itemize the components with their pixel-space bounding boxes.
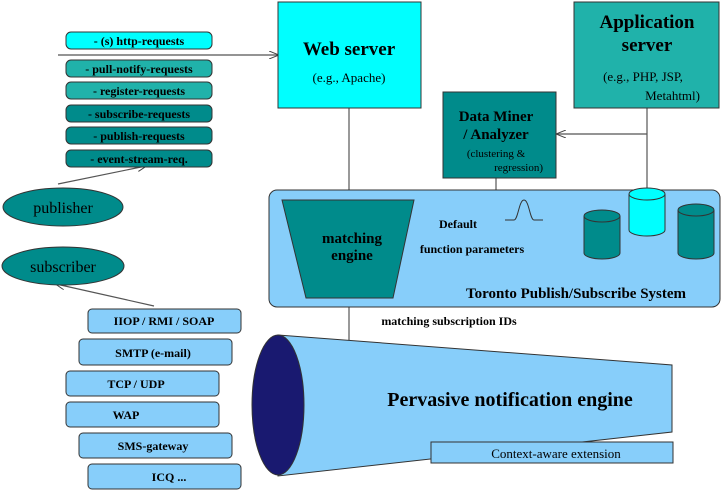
request-item-register-label: - register-requests [93, 84, 185, 98]
protocols-to-subscriber-arrow [56, 284, 155, 307]
data-miner-title-line2: / Analyzer [462, 127, 529, 143]
matching-engine-line1: matching [322, 231, 383, 247]
request-item-event-stream [65, 149, 213, 168]
matching-engine-trapezoid [281, 199, 415, 299]
request-item-event-stream-label: - event-stream-req. [90, 152, 188, 166]
protocol-item-sms-label: SMS-gateway [118, 439, 189, 453]
request-item-pull-notify [65, 59, 213, 78]
subscriber-ellipse [1, 246, 125, 286]
subscriber-label: subscriber [30, 259, 96, 276]
matching-engine-line2: engine [331, 248, 373, 264]
publisher-to-requests-arrow [57, 166, 146, 185]
protocol-item-wap [65, 401, 220, 428]
web-server-subtitle: (e.g., Apache) [313, 70, 386, 85]
funnel-mouth [251, 334, 305, 476]
gaussian-curve-icon [505, 199, 543, 221]
request-item-register [65, 81, 213, 100]
application-server-box: Application server (e.g., PHP, JSP, Meta… [573, 1, 720, 109]
request-item-subscribe [65, 104, 213, 123]
protocol-item-icq-label: ICQ ... [152, 470, 187, 484]
data-miner-title-line1: Data Miner [459, 109, 534, 125]
protocol-list: IIOP / RMI / SOAP SMTP (e-mail) TCP / UD… [65, 308, 242, 490]
request-item-publish-label: - publish-requests [93, 129, 185, 143]
app-server-title-line1: Application [599, 12, 694, 33]
database-icon-left [583, 209, 621, 260]
database-icon-right [677, 203, 715, 260]
matching-ids-label: matching subscription IDs [381, 314, 517, 328]
app-server-sub-line2: Metahtml) [645, 88, 700, 103]
function-parameters-label: function parameters [420, 242, 525, 256]
data-miner-sub-line1: (clustering & [467, 148, 526, 160]
request-item-publish [65, 126, 213, 145]
protocol-item-sms [78, 432, 233, 459]
request-item-http [65, 31, 213, 50]
protocol-item-wap-label: WAP [113, 408, 140, 422]
publisher-ellipse [2, 187, 124, 227]
notification-engine-funnel: Pervasive notification engine [251, 334, 673, 477]
app-server-sub-line1: (e.g., PHP, JSP, [603, 69, 683, 84]
request-item-http-label: - (s) http-requests [94, 34, 185, 48]
data-miner-sub-line2: regression) [494, 162, 543, 174]
protocol-item-smtp-label: SMTP (e-mail) [115, 346, 191, 360]
app-server-title-line2: server [622, 35, 673, 56]
notification-engine-title: Pervasive notification engine [387, 389, 633, 411]
database-icon-middle [628, 187, 666, 237]
web-server-box: Web server (e.g., Apache) [277, 1, 422, 109]
web-server-title: Web server [303, 39, 396, 60]
publisher-label: publisher [33, 200, 93, 217]
protocol-item-iiop [87, 308, 242, 334]
protocol-item-tcp-label: TCP / UDP [107, 377, 164, 391]
request-item-subscribe-label: - subscribe-requests [88, 107, 190, 121]
pss-box: Toronto Publish/Subscribe System matchin… [268, 187, 721, 308]
protocol-item-tcp [65, 370, 220, 397]
context-aware-extension-box: Context-aware extension [430, 441, 674, 464]
request-item-pull-notify-label: - pull-notify-requests [85, 62, 193, 76]
data-miner-box: Data Miner / Analyzer (clustering & regr… [442, 91, 557, 179]
default-label: Default [439, 217, 477, 231]
protocol-item-icq [87, 463, 242, 490]
context-aware-extension-label: Context-aware extension [491, 446, 621, 461]
protocol-item-iiop-label: IIOP / RMI / SOAP [114, 314, 215, 328]
protocol-item-smtp [78, 338, 233, 366]
pss-title: Toronto Publish/Subscribe System [466, 286, 687, 302]
request-list: - (s) http-requests - pull-notify-reques… [65, 31, 213, 168]
